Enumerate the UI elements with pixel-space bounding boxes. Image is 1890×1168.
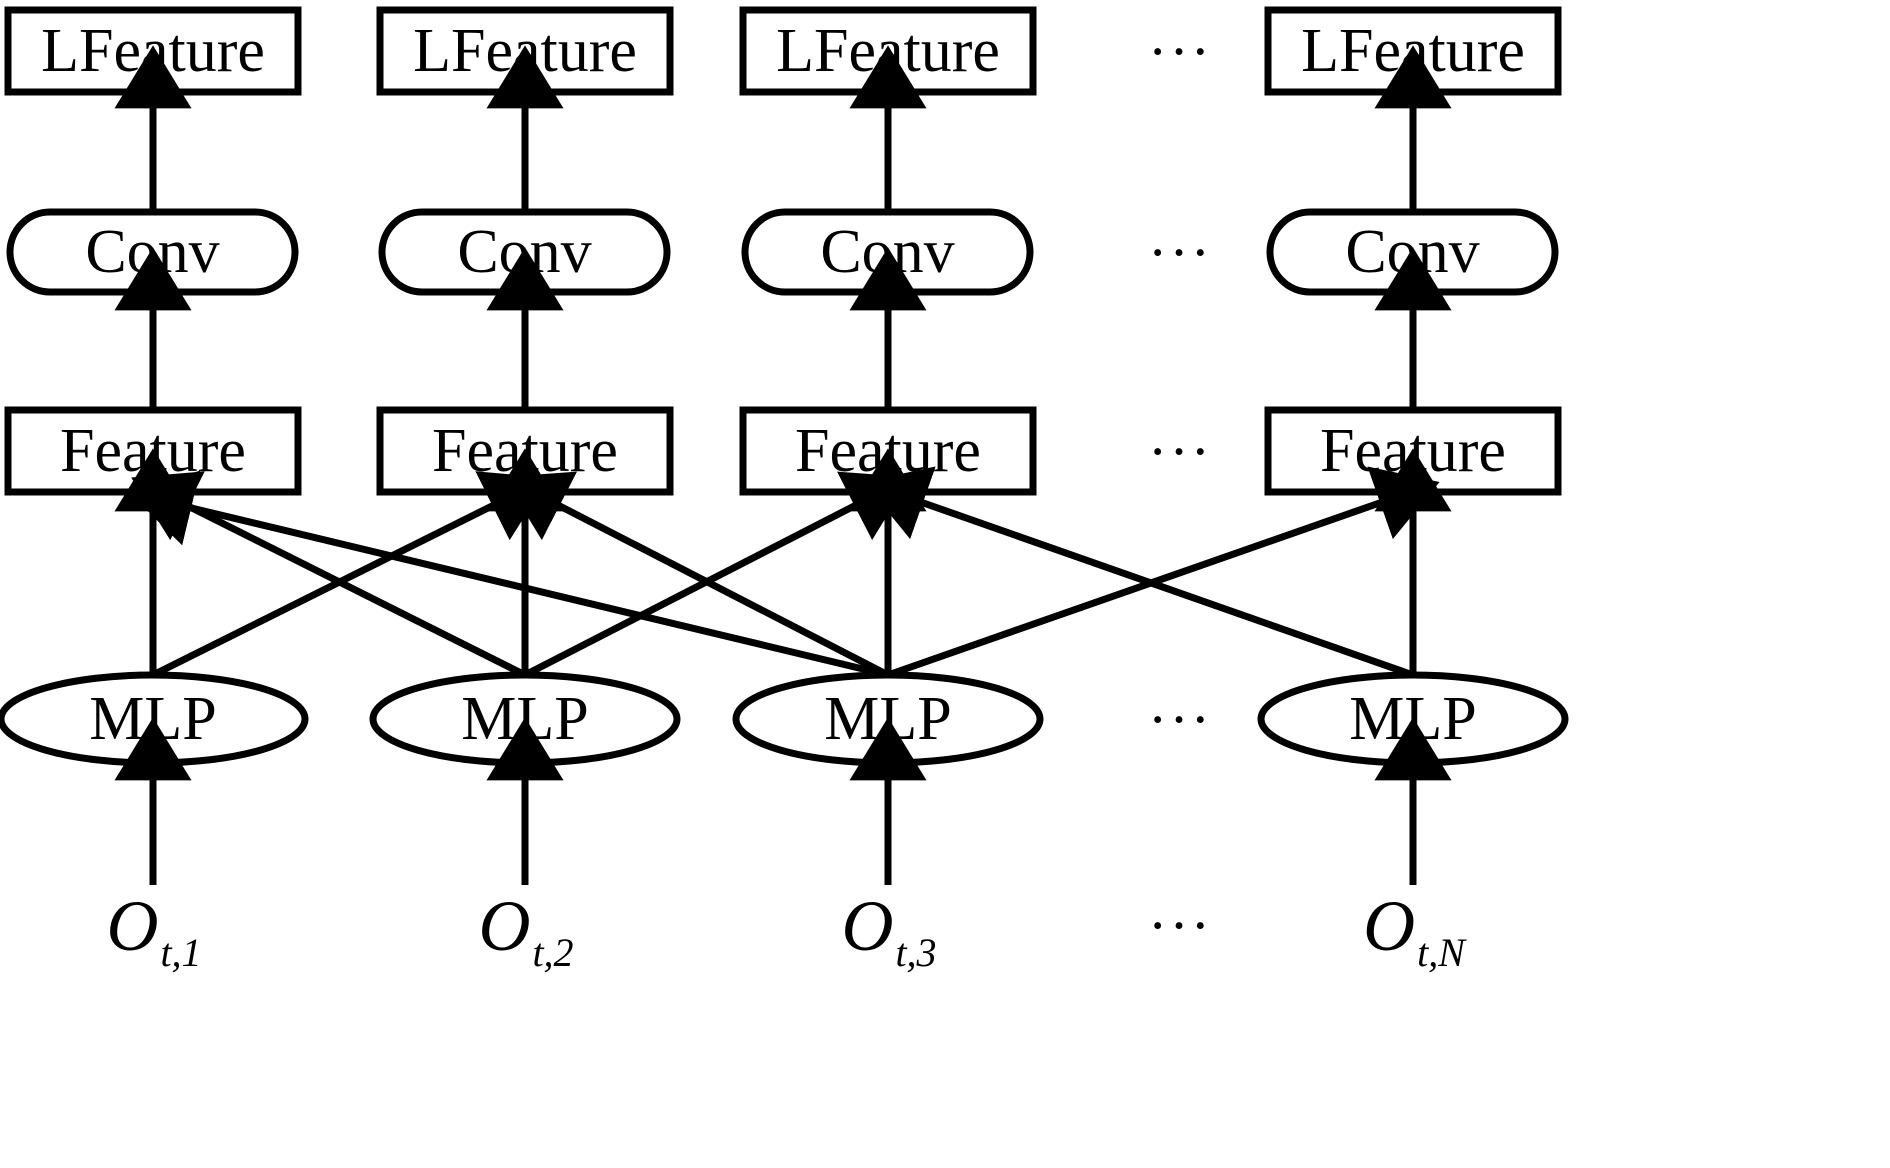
ellipsis-mlp-row: ··· xyxy=(1148,686,1212,752)
arrow-mlp-to-feature-1-2 xyxy=(151,471,549,679)
observation-base-4: O xyxy=(1363,886,1416,966)
lfeature-box-1[interactable] xyxy=(4,6,302,96)
arrow-mlp-to-feature-4-3 xyxy=(863,466,1415,679)
lfeature-box-2[interactable] xyxy=(376,6,674,96)
observation-subscript-3: t,3 xyxy=(895,930,937,975)
ellipsis-observation-row: ··· xyxy=(1148,892,1212,958)
feature-box-4[interactable] xyxy=(1264,406,1562,496)
conv-shape-1[interactable] xyxy=(6,208,299,296)
ellipsis-conv-row: ··· xyxy=(1148,219,1212,285)
mlp-shapes xyxy=(0,671,1569,767)
mlp-ellipse-4[interactable] xyxy=(1257,671,1569,767)
mlp-ellipse-3[interactable] xyxy=(732,671,1044,767)
feature-box-2[interactable] xyxy=(376,406,674,496)
feature-boxes xyxy=(4,406,1562,496)
ellipsis-feature-row: ··· xyxy=(1148,418,1212,484)
ellipsis-lfeature-row: ··· xyxy=(1148,18,1212,84)
conv-shape-4[interactable] xyxy=(1266,208,1559,296)
feature-box-3[interactable] xyxy=(739,406,1037,496)
arrow-mlp-to-feature-2-1 xyxy=(131,471,527,679)
lfeature-box-3[interactable] xyxy=(739,6,1037,96)
observation-base-2: O xyxy=(478,886,531,966)
arrows-mlp-cross-connections xyxy=(129,466,1440,679)
lfeature-boxes xyxy=(4,6,1562,96)
arrow-mlp-to-feature-3-4 xyxy=(886,466,1440,679)
observation-subscript-1: t,1 xyxy=(160,930,202,975)
conv-shape-3[interactable] xyxy=(741,208,1034,296)
arrows-feature-to-conv xyxy=(114,247,1452,408)
mlp-ellipse-2[interactable] xyxy=(369,671,681,767)
observation-base-3: O xyxy=(841,886,894,966)
arrow-mlp-to-feature-2-3 xyxy=(523,471,911,679)
observation-base-1: O xyxy=(106,886,159,966)
observation-subscript-2: t,2 xyxy=(532,930,574,975)
arrows-observation-to-mlp xyxy=(114,717,1452,885)
arrow-mlp-to-feature-3-1 xyxy=(129,470,889,679)
conv-shapes xyxy=(6,208,1559,296)
arrow-mlp-to-feature-3-2 xyxy=(503,471,890,679)
mlp-ellipse-1[interactable] xyxy=(0,671,309,767)
arrows-conv-to-lfeature xyxy=(114,45,1452,210)
lfeature-box-4[interactable] xyxy=(1264,6,1562,96)
feature-box-1[interactable] xyxy=(4,406,302,496)
conv-shape-2[interactable] xyxy=(378,208,671,296)
observation-subscript-4: t,N xyxy=(1417,930,1465,975)
